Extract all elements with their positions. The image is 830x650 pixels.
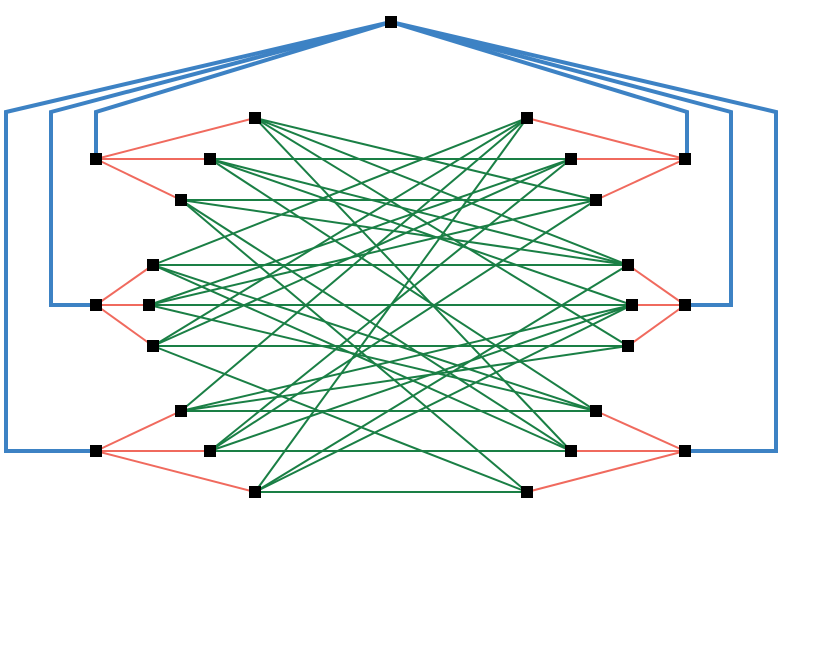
red-edges [95, 117, 686, 493]
green-edge [152, 264, 572, 452]
red-edge [595, 158, 686, 201]
blue-edge [49, 20, 392, 307]
graph-node [521, 486, 533, 498]
red-edge [526, 117, 686, 160]
red-edge [526, 450, 686, 493]
graph-node [626, 299, 638, 311]
graph-node [249, 112, 261, 124]
green-edge [254, 117, 528, 493]
graph-node [590, 405, 602, 417]
green-edge [254, 304, 633, 493]
green-edge [148, 304, 597, 412]
graph-node [249, 486, 261, 498]
nodes [90, 16, 691, 498]
green-edge [180, 345, 629, 412]
graph-node [204, 445, 216, 457]
graph-node [622, 259, 634, 271]
graph-node [622, 340, 634, 352]
graph-node [521, 112, 533, 124]
red-edge [95, 304, 154, 347]
blue-edge [390, 20, 778, 453]
green-edge [180, 199, 572, 452]
green-edge [209, 158, 597, 412]
green-edge [152, 264, 597, 412]
red-edge [95, 264, 154, 306]
blue-edge [390, 20, 689, 159]
green-edge [209, 304, 633, 452]
red-edge [95, 410, 182, 452]
green-edge [152, 117, 528, 347]
graph-node [204, 153, 216, 165]
graph-node [90, 445, 102, 457]
green-edge [152, 345, 528, 493]
green-edge [180, 304, 633, 412]
graph-node [90, 299, 102, 311]
blue-edge [390, 20, 733, 307]
red-edge [627, 264, 686, 306]
red-edge [95, 450, 256, 493]
green-edge [180, 117, 528, 412]
green-edge [209, 199, 597, 452]
graph-node [679, 299, 691, 311]
green-edges [148, 117, 633, 493]
graph-node [565, 445, 577, 457]
red-edge [595, 410, 686, 452]
graph-node [143, 299, 155, 311]
green-edge [148, 158, 572, 306]
graph-node [679, 445, 691, 457]
graph-node [565, 153, 577, 165]
graph-node [385, 16, 397, 28]
blue-edges [4, 20, 778, 453]
graph-node [175, 405, 187, 417]
graph-node [147, 259, 159, 271]
red-edge [627, 304, 686, 347]
graph-node [175, 194, 187, 206]
green-edge [254, 117, 629, 347]
blue-edge [4, 20, 392, 453]
red-edge [95, 158, 182, 201]
green-edge [209, 158, 633, 306]
green-edge [254, 264, 629, 493]
green-edge [254, 117, 597, 201]
graph-node [90, 153, 102, 165]
graph-node [679, 153, 691, 165]
green-edge [152, 158, 572, 347]
red-edge [95, 117, 256, 160]
graph-node [590, 194, 602, 206]
green-edge [254, 117, 572, 452]
blue-edge [94, 20, 392, 159]
graph-node [147, 340, 159, 352]
